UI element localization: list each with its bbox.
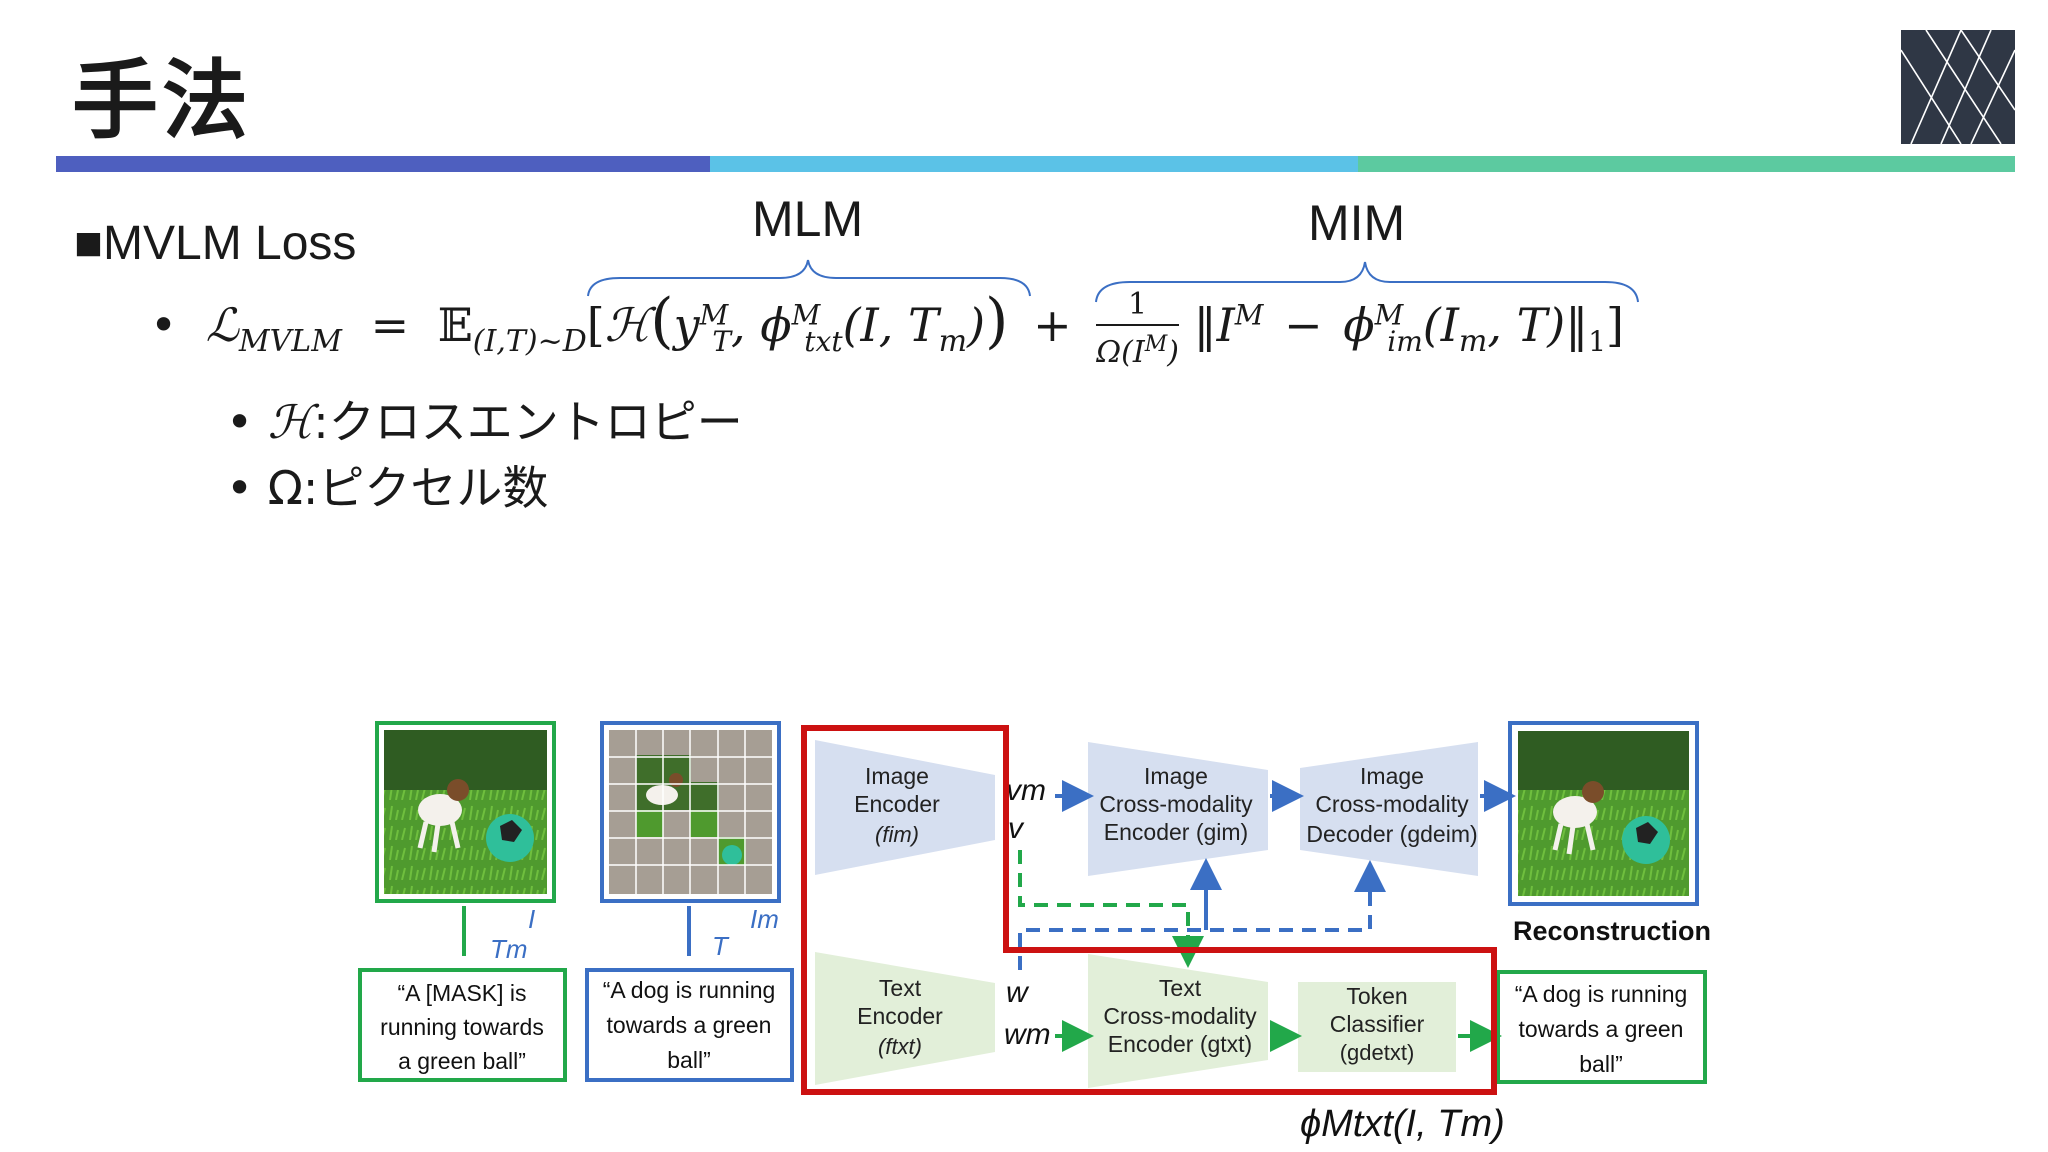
token-classifier-line: Token	[1346, 983, 1407, 1009]
mim-label: MIM	[1308, 195, 1406, 251]
phi-label: ϕMtxt(I, Tm)	[1300, 1103, 1505, 1145]
original-image-frame	[375, 721, 556, 903]
image-encoder-line: (fim)	[875, 822, 919, 847]
label-I: I	[528, 904, 535, 934]
image-cross-line: Image	[1144, 763, 1208, 789]
text-cross-encoder-block	[1088, 954, 1268, 1088]
token-classifier-line: (gdetxt)	[1340, 1040, 1415, 1065]
txt-branch-outline	[801, 725, 1497, 1095]
mvlm-loss-formula: • ℒMVLM = 𝔼(I,T)~D[ℋ(yMT, ϕMtxt(I, Tm)) …	[150, 286, 1624, 370]
masked-image-frame	[600, 721, 781, 903]
dashed-v-to-text-cross	[1018, 850, 1204, 968]
label-wm: wm	[1004, 1018, 1051, 1051]
label-Tm: Tm	[490, 934, 528, 964]
bullet-text: :クロスエントロピー	[313, 395, 743, 449]
logo	[1901, 30, 2015, 144]
label-vm: vm	[1006, 774, 1046, 807]
left-caption-line: running towards	[380, 1014, 544, 1040]
image-cross-line: Encoder (gim)	[1104, 819, 1248, 845]
label-Im: Im	[750, 904, 779, 934]
dog-photo-original	[384, 730, 547, 894]
text-encoder-line: (ftxt)	[878, 1034, 922, 1059]
mlm-label: MLM	[752, 191, 864, 247]
right-caption-line: “A dog is running	[1515, 981, 1688, 1007]
left-caption-line: “A [MASK] is	[397, 980, 526, 1006]
image-encoder-block	[815, 740, 995, 875]
section-label: ■MVLM Loss	[74, 217, 357, 270]
bullet-pixel-count: • Ω:ピクセル数	[226, 461, 549, 515]
page-title: 手法	[72, 51, 252, 151]
title-underline-blue	[56, 156, 710, 172]
image-decoder-line: Decoder (gdeim)	[1306, 821, 1477, 847]
label-T: T	[712, 931, 730, 961]
title-underline-green	[1358, 156, 2015, 172]
text-encoder-block	[815, 952, 995, 1085]
mlm-brace	[587, 259, 1031, 297]
image-encoder-line: Encoder	[854, 791, 940, 817]
title-underline-cyan	[710, 156, 1358, 172]
text-cross-line: Encoder (gtxt)	[1108, 1031, 1252, 1057]
bullet-cross-entropy: • ℋ:クロスエントロピー	[226, 395, 743, 449]
left-caption-box	[358, 968, 567, 1082]
dog-photo-reconstructed	[1518, 731, 1689, 896]
text-encoder-line: Text	[879, 975, 922, 1001]
masked-dog-photo	[609, 730, 772, 894]
image-cross-encoder-block	[1088, 742, 1268, 876]
image-decoder-line: Cross-modality	[1315, 791, 1469, 817]
reconstruction-image-frame	[1508, 721, 1699, 906]
token-classifier-line: Classifier	[1330, 1011, 1425, 1037]
mid-caption-line: towards a green	[607, 1012, 772, 1038]
mid-caption-line: ball”	[667, 1047, 710, 1073]
mim-brace	[1095, 261, 1639, 303]
label-v: v	[1008, 812, 1025, 845]
right-caption-line: ball”	[1579, 1051, 1622, 1077]
label-w: w	[1006, 976, 1030, 1009]
bullet-symbol: Ω	[267, 461, 303, 515]
reconstruction-label: Reconstruction	[1513, 916, 1711, 946]
left-caption-line: a green ball”	[398, 1048, 526, 1074]
dashed-w-to-image-cross	[1018, 860, 1386, 970]
right-caption-line: towards a green	[1519, 1016, 1684, 1042]
text-encoder-line: Encoder	[857, 1003, 943, 1029]
mid-caption-box	[585, 968, 794, 1082]
image-encoder-line: Image	[865, 763, 929, 789]
image-cross-line: Cross-modality	[1099, 791, 1253, 817]
mid-caption-line: “A dog is running	[603, 977, 776, 1003]
logo-pattern	[1901, 30, 2015, 144]
text-cross-line: Cross-modality	[1103, 1003, 1257, 1029]
image-decoder-line: Image	[1360, 763, 1424, 789]
token-classifier-block	[1298, 982, 1456, 1072]
image-decoder-block	[1300, 742, 1478, 876]
bullet-symbol: ℋ	[267, 395, 314, 449]
text-cross-line: Text	[1159, 975, 1202, 1001]
bullet-text: :ピクセル数	[302, 461, 549, 515]
